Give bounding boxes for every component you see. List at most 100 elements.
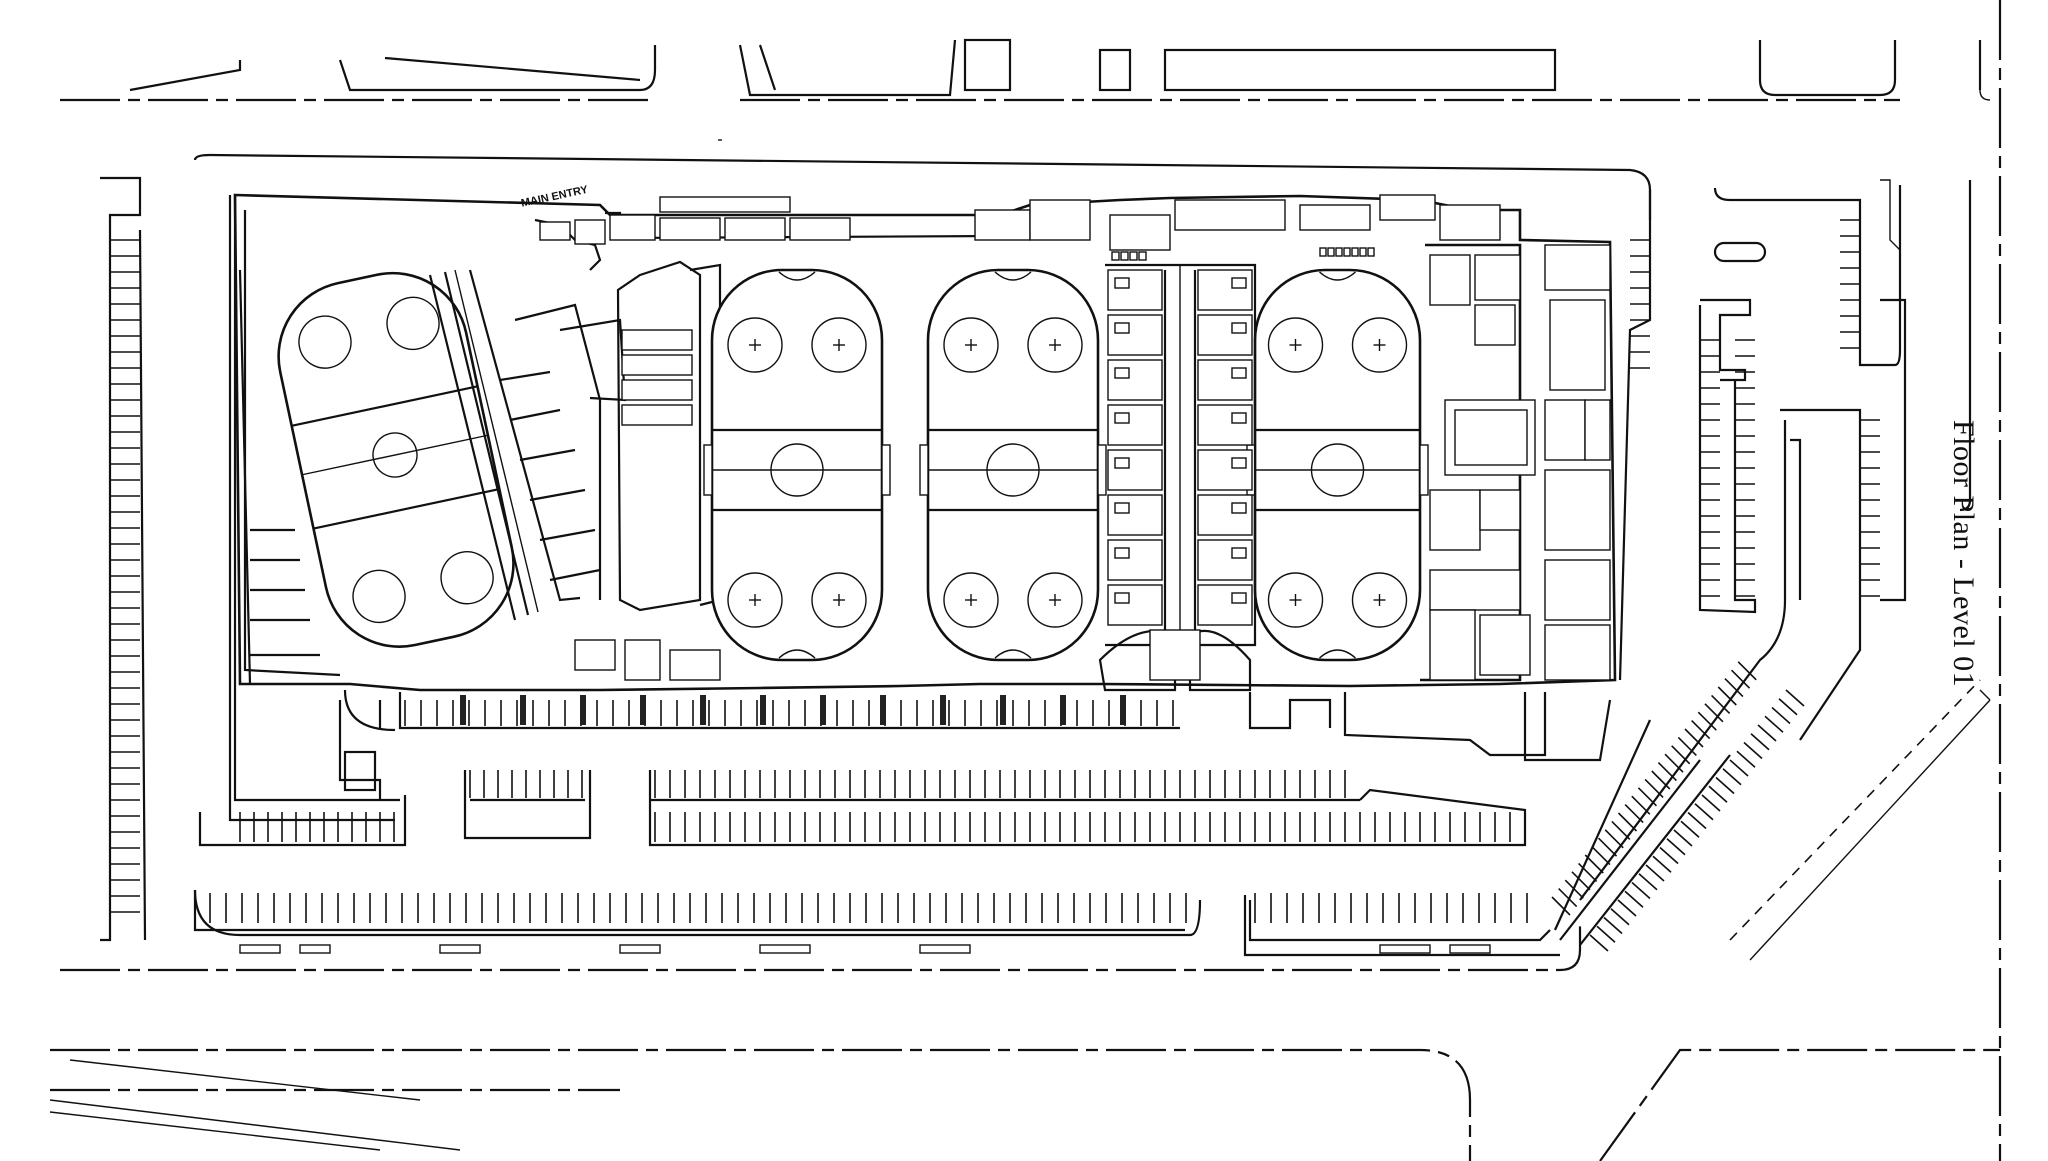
faceoff-circle [1267, 572, 1324, 628]
stall-line [1624, 890, 1644, 908]
goal-crease [994, 649, 1032, 659]
stall-line [1558, 888, 1578, 908]
rinks-vertical [703, 268, 1429, 662]
stall-line [1571, 871, 1591, 891]
stall-line [1729, 759, 1749, 777]
stall-line [1589, 934, 1609, 952]
drawing-title: Floor Plan - Level 01 [1947, 420, 1980, 688]
stall-line [1631, 795, 1651, 815]
striped-island [1000, 695, 1006, 725]
stall-line [1617, 812, 1638, 832]
locker-room [1107, 269, 1163, 311]
locker-room [1197, 539, 1253, 581]
faceoff-circle [1310, 443, 1365, 497]
locker-room [1107, 314, 1163, 356]
stall-line [1687, 811, 1707, 830]
faceoff-circle [986, 443, 1040, 497]
stall-line [1673, 829, 1693, 847]
main-entry [534, 218, 606, 271]
bench [1419, 444, 1429, 496]
fixture [1319, 247, 1327, 257]
locker-room [1107, 359, 1163, 401]
stall-line [1617, 899, 1637, 917]
stall-line [1785, 689, 1805, 707]
street-lines [49, 0, 2002, 1161]
locker-room [1197, 269, 1253, 311]
east-parking [1551, 179, 1972, 952]
shower-stall [1114, 592, 1130, 604]
stall-line [1750, 733, 1770, 751]
faceoff-circle [1267, 317, 1324, 373]
shower-stall [1114, 457, 1130, 469]
bench [1097, 444, 1107, 496]
locker-room [1107, 404, 1163, 446]
stall-line [1610, 908, 1630, 926]
fixture [1367, 247, 1375, 257]
north-islands [129, 38, 1982, 97]
shower-stall [1114, 277, 1130, 289]
shower-stall [1114, 547, 1130, 559]
stall-line [1657, 762, 1677, 782]
rink-boards [1253, 268, 1422, 662]
stall-line [1564, 879, 1584, 899]
stall-line [1737, 661, 1757, 681]
shower-stall [1114, 367, 1130, 379]
goal-crease [778, 649, 816, 659]
locker-room [1197, 359, 1253, 401]
faceoff-circle [1027, 317, 1083, 373]
shower-stall [1231, 592, 1247, 604]
stall-line [1704, 703, 1724, 723]
faceoff-circle [727, 317, 783, 373]
shower-stall [1231, 277, 1247, 289]
bench [881, 444, 891, 496]
fixture [1138, 251, 1147, 261]
stall-line [1743, 741, 1763, 760]
stall-line [1684, 728, 1704, 748]
rink-boards [710, 268, 884, 662]
fixture [1351, 247, 1359, 257]
stall-line [1631, 881, 1651, 900]
stall-line [1764, 715, 1784, 733]
stall-line [1666, 838, 1686, 856]
fixture [1111, 251, 1120, 261]
locker-room [1107, 494, 1163, 536]
faceoff-circle [811, 317, 867, 373]
stall-line [1603, 916, 1623, 935]
goal-crease [994, 271, 1032, 281]
stall-line [1691, 720, 1711, 740]
rink-3 [919, 268, 1107, 662]
faceoff-circle [1351, 572, 1408, 628]
rink-4 [1246, 268, 1429, 662]
faceoff-circle [943, 317, 999, 373]
locker-room [1197, 449, 1253, 491]
stall-line [1651, 770, 1671, 790]
faceoff-circle [811, 572, 867, 628]
faceoff-circle [1027, 572, 1083, 628]
stall-line [1645, 864, 1665, 882]
striped-island [1060, 695, 1066, 725]
striped-island [880, 695, 886, 725]
stall-line [1624, 804, 1644, 824]
stall-line [1659, 846, 1679, 865]
stall-line [1584, 854, 1604, 874]
shower-stall [1231, 367, 1247, 379]
bench [919, 444, 929, 496]
fixture [1129, 251, 1138, 261]
stall-line [1711, 694, 1731, 714]
faceoff-circle [1351, 317, 1408, 373]
stall-line [1694, 803, 1714, 821]
west-parking [100, 176, 147, 942]
stall-line [1637, 787, 1658, 807]
north-corridor [605, 194, 1501, 261]
stall-line [1638, 873, 1658, 891]
striped-island [700, 695, 706, 725]
striped-island [940, 695, 946, 725]
stall-line [1771, 706, 1791, 725]
goal-crease [778, 271, 816, 281]
locker-room [1197, 494, 1253, 536]
fixture [1343, 247, 1351, 257]
stall-line [1664, 753, 1684, 773]
shower-stall [1114, 322, 1130, 334]
rink-1-bleachers [238, 269, 627, 685]
